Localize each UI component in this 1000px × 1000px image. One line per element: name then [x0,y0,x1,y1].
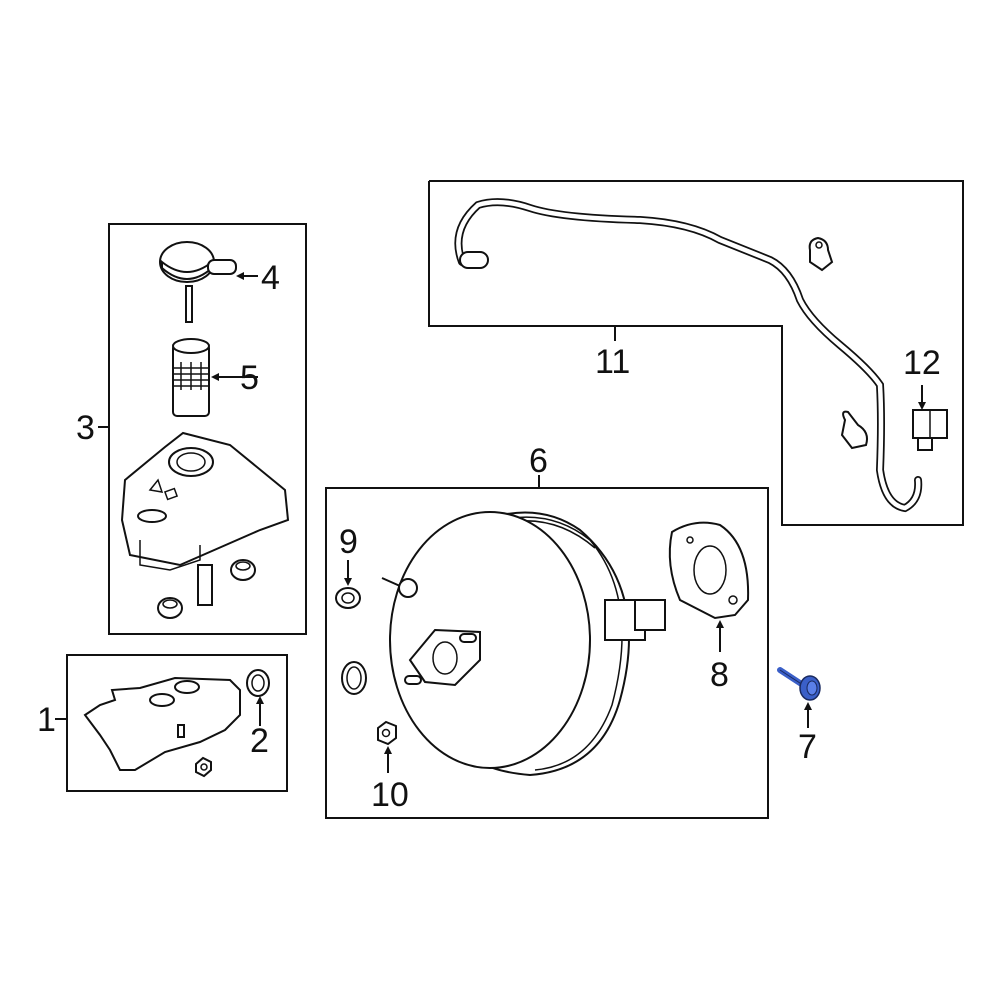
bolt-icon[interactable] [777,667,821,701]
booster-gasket-icon[interactable] [668,521,750,620]
callout-9[interactable]: 9 [339,523,358,561]
hose-clip-icon[interactable] [808,236,868,450]
callout-11[interactable]: 11 [595,343,630,381]
check-valve-icon[interactable] [912,409,948,451]
callout-4[interactable]: 4 [261,259,280,297]
callout-12[interactable]: 12 [903,344,941,382]
reservoir-group-box [98,223,307,635]
callout-8[interactable]: 8 [710,656,729,694]
callout-2[interactable]: 2 [250,722,269,760]
callout-6[interactable]: 6 [529,442,548,480]
vacuum-hose-icon[interactable] [454,198,923,513]
master-cylinder-icon[interactable] [83,676,241,778]
reservoir-filter-icon[interactable] [172,338,210,417]
reservoir-tank-icon[interactable] [120,431,290,619]
booster-group-box [325,475,769,819]
callout-3[interactable]: 3 [76,409,95,447]
callout-1[interactable]: 1 [37,701,56,739]
callout-10[interactable]: 10 [371,776,409,814]
nut-icon[interactable] [377,720,397,746]
hose-group-box [428,180,964,526]
callout-7[interactable]: 7 [798,728,817,766]
o-ring-icon[interactable] [246,669,270,697]
brake-booster-icon[interactable] [381,511,666,777]
leader-lines [211,272,926,773]
grommet-icon[interactable] [335,587,367,695]
master-cylinder-group-box [55,654,288,792]
callout-5[interactable]: 5 [240,359,259,397]
reservoir-cap-icon[interactable] [159,241,237,323]
